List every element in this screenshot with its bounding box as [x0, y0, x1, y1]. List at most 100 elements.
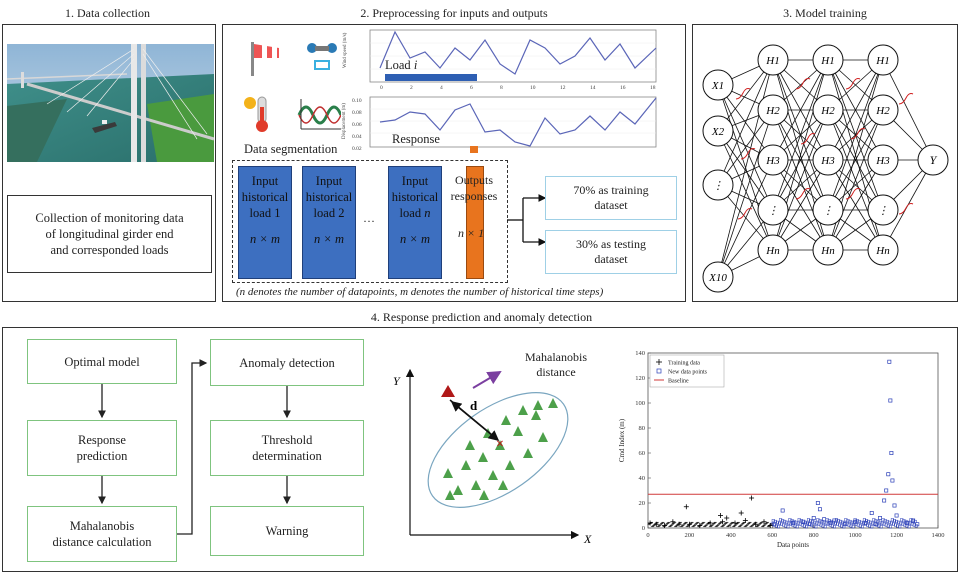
threshold-line1: Threshold	[261, 433, 313, 447]
mahal-calc-line1: Mahalanobis	[69, 519, 135, 533]
chart-ylabel: Cmd Index (m)	[618, 418, 626, 462]
y-tick-label: 140	[635, 350, 645, 357]
testing-dataset-box: 30% as testing dataset	[545, 230, 677, 274]
training-point	[738, 510, 744, 516]
hidden-node	[757, 234, 789, 266]
bridge-photo	[7, 44, 214, 162]
new-data-point	[817, 507, 822, 512]
hidden-node-label: Hn	[875, 245, 890, 257]
x-tick-label: 0	[646, 532, 649, 539]
input-node	[702, 169, 734, 201]
new-data-point	[811, 516, 816, 520]
resp-plot-ytick: 0.04	[352, 134, 362, 140]
hidden-node	[812, 144, 844, 176]
panel3-title: 3. Model training	[783, 6, 867, 20]
training-point	[653, 521, 659, 527]
axis-x-label: X	[583, 532, 592, 546]
load-plot-xtick: 0	[380, 85, 383, 91]
hidden-node	[867, 94, 899, 126]
new-data-point	[869, 511, 874, 515]
mahalanobis-diagram: × d Y X	[393, 368, 592, 546]
hidden-node	[812, 94, 844, 126]
panel1-frame	[2, 24, 216, 302]
y-tick-label: 120	[635, 375, 645, 382]
panel3-frame	[692, 24, 958, 302]
load-label-text: Load	[385, 58, 411, 72]
training-point	[720, 519, 726, 525]
hidden-node-label: Hn	[765, 245, 780, 257]
segmentation-label: Data segmentation	[244, 142, 338, 156]
mahal-label-line2: distance	[536, 365, 576, 379]
training-point	[647, 520, 653, 526]
optimal-model-box: Optimal model	[27, 339, 177, 384]
hidden-node-label: H2	[820, 105, 835, 117]
outputs-label: Outputs responses	[448, 172, 500, 204]
test-line2: dataset	[594, 252, 628, 266]
thermometer-icon	[240, 93, 280, 140]
new-data-point	[889, 451, 894, 455]
panel1-title: 1. Data collection	[65, 6, 150, 20]
panel4-frame	[2, 327, 958, 572]
input-load1-block: Input historical load 1 n × m	[238, 166, 292, 279]
mahal-label-line1: Mahalanobis	[525, 350, 587, 364]
x-tick-label: 1400	[932, 532, 945, 539]
flow-arrows	[98, 359, 291, 535]
inputn-line2: historical	[391, 190, 439, 204]
new-data-point	[873, 522, 878, 527]
warning-box: Warning	[210, 506, 364, 556]
input1-dims: n × m	[250, 232, 280, 246]
input-node-label: ⋮	[713, 180, 724, 192]
new-data-point	[915, 522, 920, 527]
hidden-node-label: ⋮	[878, 205, 889, 217]
output-node-label: Y	[930, 153, 938, 167]
axis-y-label: Y	[393, 374, 401, 388]
load-label-index: i	[413, 58, 418, 72]
anomaly-detection-box: Anomaly detection	[210, 339, 364, 386]
d-label: d	[470, 398, 478, 413]
input2-dims: n × m	[314, 232, 344, 246]
hidden-node	[812, 234, 844, 266]
panel4-title: 4. Response prediction and anomaly detec…	[370, 310, 593, 324]
hidden-node-label: H2	[875, 105, 890, 117]
input2-line1: Input	[315, 174, 343, 188]
traffic-sensor-icon	[302, 38, 342, 83]
new-data-point	[822, 517, 827, 522]
training-point	[697, 523, 703, 528]
hidden-node	[867, 194, 899, 226]
response-prediction-box: Response prediction	[27, 420, 177, 476]
hidden-node-label: H1	[875, 55, 889, 67]
hidden-node-label: ⋮	[768, 205, 779, 217]
collection-text-line3: and corresponded loads	[50, 243, 169, 257]
hidden-node-label: H2	[765, 105, 780, 117]
new-data-point	[842, 522, 847, 527]
new-data-point	[886, 472, 891, 477]
hidden-node	[867, 44, 899, 76]
new-data-point	[894, 513, 899, 518]
split-arrows	[507, 194, 547, 246]
resp-pred-line2: prediction	[76, 449, 128, 463]
training-point	[749, 495, 755, 501]
new-data-point	[780, 508, 785, 513]
new-data-point	[832, 518, 837, 523]
load-plot-xtick: 14	[590, 85, 596, 91]
input-loadn-block: Input historical load n n × m	[388, 166, 442, 279]
legend-entry: Baseline	[668, 379, 689, 385]
input-node	[702, 69, 734, 101]
load-plot-xtick: 8	[500, 85, 503, 91]
resp-plot-ytick: 0.06	[352, 122, 362, 128]
hidden-node	[867, 234, 899, 266]
panel2-frame	[222, 24, 686, 302]
new-data-point	[772, 522, 777, 527]
x-tick-label: 600	[767, 532, 777, 539]
resp-plot-ytick: 0.08	[352, 110, 362, 116]
new-data-point	[807, 522, 812, 527]
wind-ylabel: Wind speed (m/s)	[343, 32, 348, 68]
hidden-node	[812, 44, 844, 76]
inputn-load-word: load	[399, 206, 422, 220]
y-tick-label: 60	[639, 450, 646, 457]
hidden-node	[812, 194, 844, 226]
hidden-node	[757, 44, 789, 76]
windsock-icon	[245, 38, 285, 83]
